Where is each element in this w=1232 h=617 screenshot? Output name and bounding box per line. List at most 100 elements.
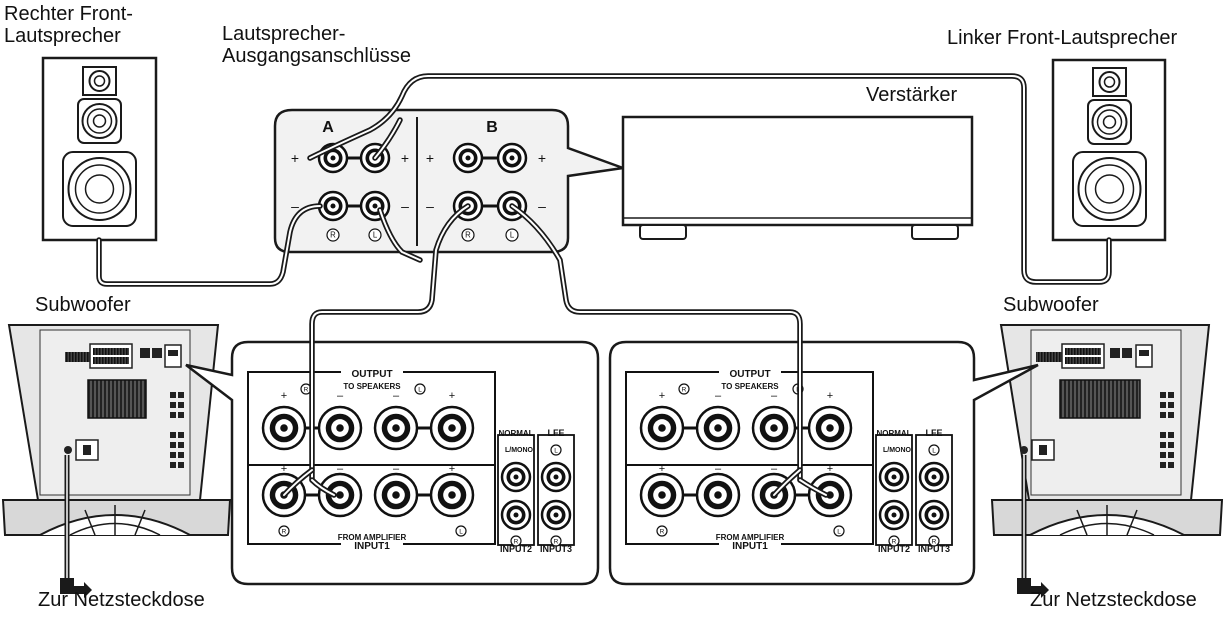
right-channel-mark-ring (510, 535, 522, 547)
polarity-sign: + (827, 463, 833, 475)
subwoofer-left-label: Subwoofer (35, 294, 131, 316)
minus-sign: – (401, 198, 409, 214)
rca-jack (878, 499, 910, 531)
polarity-sign: – (337, 463, 344, 475)
left-channel-mark: L (554, 447, 558, 454)
speaker-cable-highlight (799, 479, 827, 496)
output-terminal (807, 405, 853, 451)
amplifier (621, 115, 974, 240)
mains-right-label: Zur Netzsteckdose (1030, 589, 1197, 611)
left-channel-mark: L (837, 528, 841, 535)
group-b-label: B (486, 119, 498, 136)
plus-sign: + (401, 150, 409, 166)
input1-title: INPUT1 (732, 541, 768, 552)
speaker-cables (96, 73, 1112, 498)
lfe-label: LFE (926, 428, 943, 438)
power-switch-icon (1020, 439, 1055, 461)
rca-jack (500, 461, 532, 493)
polarity-sign: – (715, 463, 722, 475)
speaker-cable-highlight (311, 479, 335, 496)
right-channel-mark: R (304, 386, 309, 393)
midrange-icon (1087, 99, 1132, 145)
polarity-sign: – (337, 390, 344, 402)
subwoofer-right (990, 324, 1224, 536)
input3-label: INPUT3 (918, 544, 950, 554)
subwoofer-left (1, 324, 232, 536)
right-front-speaker (41, 56, 158, 242)
speaker-cable-highlight (98, 205, 321, 285)
amplifier-body (621, 115, 974, 227)
left-channel-mark: L (418, 386, 422, 393)
amplifier-foot (911, 224, 959, 240)
right-channel-mark: R (465, 231, 471, 240)
jack-panel (1036, 343, 1153, 369)
speaker-cable-highlight (309, 75, 1110, 283)
polarity-sign: – (393, 463, 400, 475)
speaker-cable-highlight (379, 209, 421, 261)
plug-arrow-icon (60, 578, 92, 598)
woofer-icon (62, 151, 137, 227)
terminal-post-b (496, 142, 528, 174)
polarity-sign: + (827, 390, 833, 402)
right-channel-mark: R (682, 386, 687, 393)
plus-sign: + (291, 150, 299, 166)
right-channel-mark-ring (550, 535, 562, 547)
output-terminal (751, 405, 797, 451)
lfe-label: LFE (548, 428, 565, 438)
output-terminal (261, 405, 307, 451)
rca-jack (918, 499, 950, 531)
speaker-cable-highlight (374, 119, 401, 159)
plus-sign: + (426, 150, 434, 166)
midrange-icon (77, 98, 122, 144)
right-channel-mark: R (932, 538, 937, 545)
left-channel-mark-ring (833, 525, 845, 537)
input1-subtitle: FROM AMPLIFIER (716, 533, 785, 542)
left-front-speaker (1051, 58, 1167, 242)
heatsink (87, 379, 147, 419)
input-terminal (695, 472, 741, 518)
mains-left-label: Zur Netzsteckdose (38, 589, 205, 611)
subwoofer-right-label: Subwoofer (1003, 294, 1099, 316)
output-subtitle: TO SPEAKERS (343, 382, 401, 391)
l-mono-label: L/MONO (505, 447, 534, 454)
polarity-sign: – (715, 390, 722, 402)
polarity-sign: – (393, 390, 400, 402)
input-terminal (807, 472, 853, 518)
control-strip (1160, 392, 1174, 468)
woofer-icon (1072, 151, 1147, 227)
power-cord-left (60, 455, 92, 598)
normal-label: NORMAL (498, 429, 533, 438)
output-terminal (429, 405, 475, 451)
polarity-sign: + (449, 390, 455, 402)
input1-subtitle: FROM AMPLIFIER (338, 533, 407, 542)
right-channel-mark-ring (678, 383, 690, 395)
terminal-post-a (317, 190, 349, 222)
right-channel-mark: R (514, 538, 519, 545)
polarity-sign: – (771, 463, 778, 475)
right-channel-mark-ring (278, 525, 290, 537)
polarity-sign: + (449, 463, 455, 475)
polarity-sign: – (771, 390, 778, 402)
right-channel-mark-ring (888, 535, 900, 547)
output-subtitle: TO SPEAKERS (721, 382, 779, 391)
minus-sign: – (538, 198, 546, 214)
right-channel-mark-ring (928, 535, 940, 547)
input2-label: INPUT2 (878, 544, 910, 554)
right-channel-mark: R (660, 528, 665, 535)
plus-sign: + (538, 150, 546, 166)
output-terminal (639, 405, 685, 451)
left-channel-mark-ring (505, 228, 519, 242)
output-title: OUTPUT (351, 369, 392, 380)
rca-jack (540, 461, 572, 493)
left-channel-mark-ring (550, 444, 562, 456)
minus-sign: – (291, 198, 299, 214)
power-cord-right (1017, 455, 1049, 598)
